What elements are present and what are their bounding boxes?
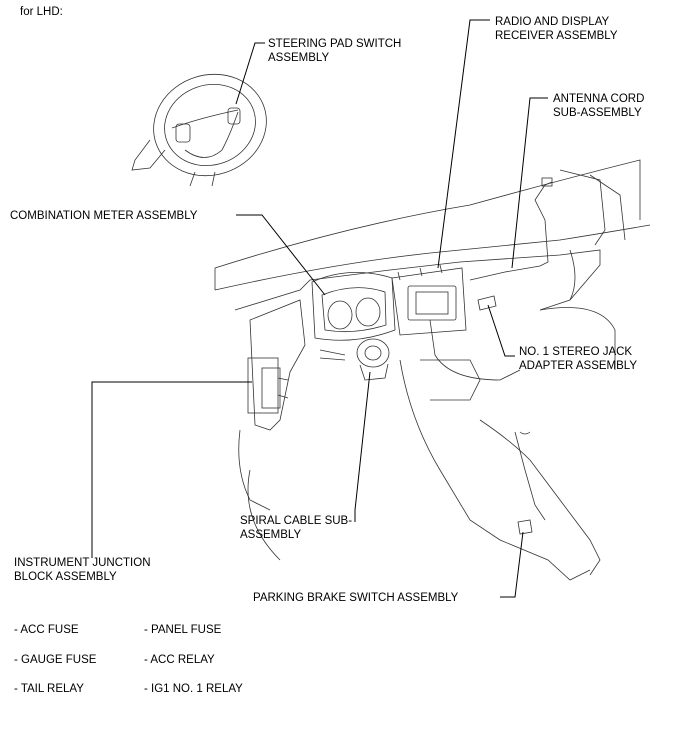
antenna-cord-label: ANTENNA CORD SUB-ASSEMBLY xyxy=(553,93,645,119)
leader-spiral-cable xyxy=(354,371,371,522)
leader-steering-pad xyxy=(235,42,265,105)
radio-display-receiver-label: RADIO AND DISPLAY RECEIVER ASSEMBLY xyxy=(495,16,618,42)
legend-item: - PANEL FUSE xyxy=(144,624,222,636)
legend-item: - ACC FUSE xyxy=(14,624,79,636)
leader-radio-display xyxy=(437,19,490,269)
steering-pad-switch-label: STEERING PAD SWITCH ASSEMBLY xyxy=(268,38,402,64)
lhd-heading: for LHD: xyxy=(20,6,63,18)
parking-brake-switch-label: PARKING BRAKE SWITCH ASSEMBLY xyxy=(253,592,459,604)
spiral-cable-label: SPIRAL CABLE SUB- ASSEMBLY xyxy=(240,515,353,541)
legend-item: - ACC RELAY xyxy=(144,654,215,666)
legend-item: - GAUGE FUSE xyxy=(14,654,97,666)
combination-meter-label: COMBINATION METER ASSEMBLY xyxy=(10,210,198,222)
leader-instrument-junction xyxy=(91,381,252,558)
legend-item: - IG1 NO. 1 RELAY xyxy=(144,683,243,695)
stereo-jack-adapter-label: NO. 1 STEREO JACK ADAPTER ASSEMBLY xyxy=(519,346,638,372)
steering-wheel-drawing xyxy=(131,73,267,187)
legend-item: - TAIL RELAY xyxy=(14,683,84,695)
leader-lines xyxy=(91,19,548,598)
instrument-junction-block-label: INSTRUMENT JUNCTION BLOCK ASSEMBLY xyxy=(14,557,151,583)
leader-antenna-cord xyxy=(511,97,548,269)
leader-stereo-jack xyxy=(487,304,515,357)
leader-parking-brake xyxy=(500,531,524,598)
leader-combination-meter xyxy=(236,214,326,296)
dashboard-drawing xyxy=(214,159,651,581)
